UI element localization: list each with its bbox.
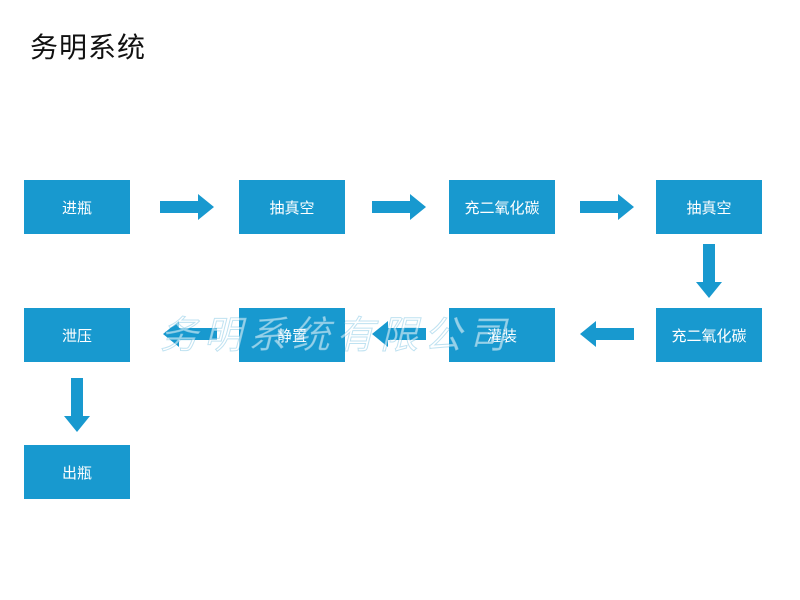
step-label: 出瓶 <box>61 463 92 482</box>
step-label: 抽真空 <box>686 198 732 217</box>
step-box-filling: 灌装 <box>449 308 555 362</box>
step-label: 进瓶 <box>61 198 92 217</box>
step-box-vacuum-2: 抽真空 <box>656 180 762 234</box>
step-label: 静置 <box>276 326 307 345</box>
step-box-bottle-out: 出瓶 <box>24 445 130 499</box>
arrow-right-icon <box>160 194 214 220</box>
step-label: 灌装 <box>486 326 517 345</box>
step-label: 泄压 <box>61 326 92 345</box>
arrow-right-icon <box>580 194 634 220</box>
step-box-bottle-in: 进瓶 <box>24 180 130 234</box>
step-box-pressure-release: 泄压 <box>24 308 130 362</box>
arrow-down-icon <box>64 378 90 432</box>
arrow-left-icon <box>580 321 634 347</box>
step-label: 充二氧化碳 <box>464 198 540 217</box>
arrow-down-icon <box>696 244 722 298</box>
arrow-left-icon <box>163 321 217 347</box>
step-box-vacuum-1: 抽真空 <box>239 180 345 234</box>
step-box-standing: 静置 <box>239 308 345 362</box>
step-label: 抽真空 <box>269 198 315 217</box>
step-label: 充二氧化碳 <box>671 326 747 345</box>
step-box-co2-fill-2: 充二氧化碳 <box>656 308 762 362</box>
arrow-left-icon <box>372 321 426 347</box>
page-title: 务明系统 <box>30 31 147 64</box>
arrow-right-icon <box>372 194 426 220</box>
step-box-co2-fill-1: 充二氧化碳 <box>449 180 555 234</box>
